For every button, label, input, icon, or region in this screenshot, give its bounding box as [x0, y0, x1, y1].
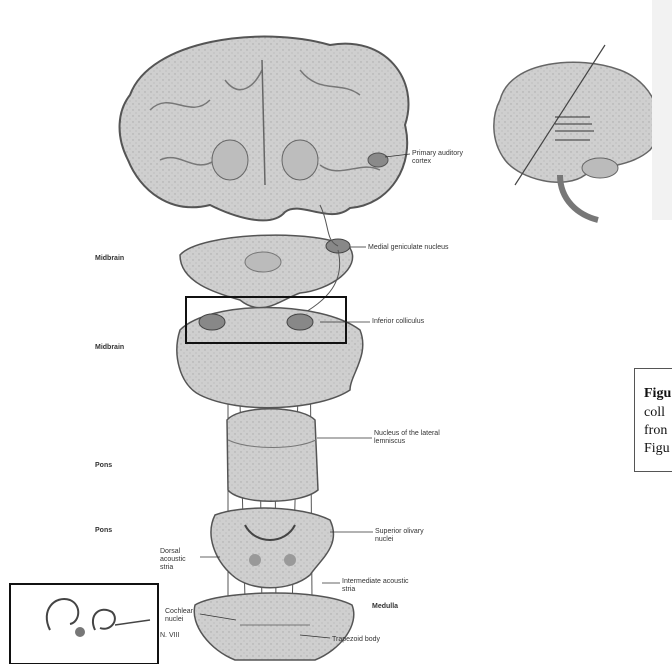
- caption-line-2: fron: [644, 423, 667, 439]
- medulla-section: [194, 593, 354, 660]
- caption-line-3: Figu: [644, 441, 670, 457]
- caption-line-1: coll: [644, 405, 665, 421]
- label-intermediate-acoustic-stria: Intermediate acoustic stria: [342, 578, 412, 594]
- level-label-pons-1: Pons: [95, 462, 112, 469]
- pons-section-2: [211, 508, 333, 588]
- midbrain-section-ic: [177, 308, 363, 408]
- label-nerve-viii: N. VIII: [160, 632, 179, 640]
- label-cochlear-nuclei: Cochlear nuclei: [165, 608, 199, 624]
- cortex-section: [120, 37, 409, 221]
- ear-inset: [10, 584, 158, 664]
- label-superior-olivary-nuclei: Superior olivary nuclei: [375, 528, 430, 544]
- level-label-pons-2: Pons: [95, 527, 112, 534]
- label-lateral-lemniscus: Nucleus of the lateral lemniscus: [374, 430, 444, 446]
- level-label-midbrain-2: Midbrain: [95, 344, 124, 351]
- figure-caption-box: Figu coll fron Figu: [634, 368, 672, 472]
- lateral-brain-inset: [494, 0, 672, 220]
- label-primary-auditory-cortex: Primary auditory cortex: [412, 150, 470, 166]
- caption-title: Figu: [644, 386, 671, 402]
- label-medial-geniculate-nucleus: Medial geniculate nucleus: [368, 244, 449, 252]
- label-dorsal-acoustic-stria: Dorsal acoustic stria: [160, 548, 200, 572]
- label-trapezoid-body: Trapezoid body: [332, 636, 380, 644]
- level-label-medulla: Medulla: [372, 603, 398, 610]
- label-inferior-colliculus: Inferior colliculus: [372, 318, 424, 326]
- level-label-midbrain-1: Midbrain: [95, 255, 124, 262]
- pons-section-1: [227, 409, 318, 502]
